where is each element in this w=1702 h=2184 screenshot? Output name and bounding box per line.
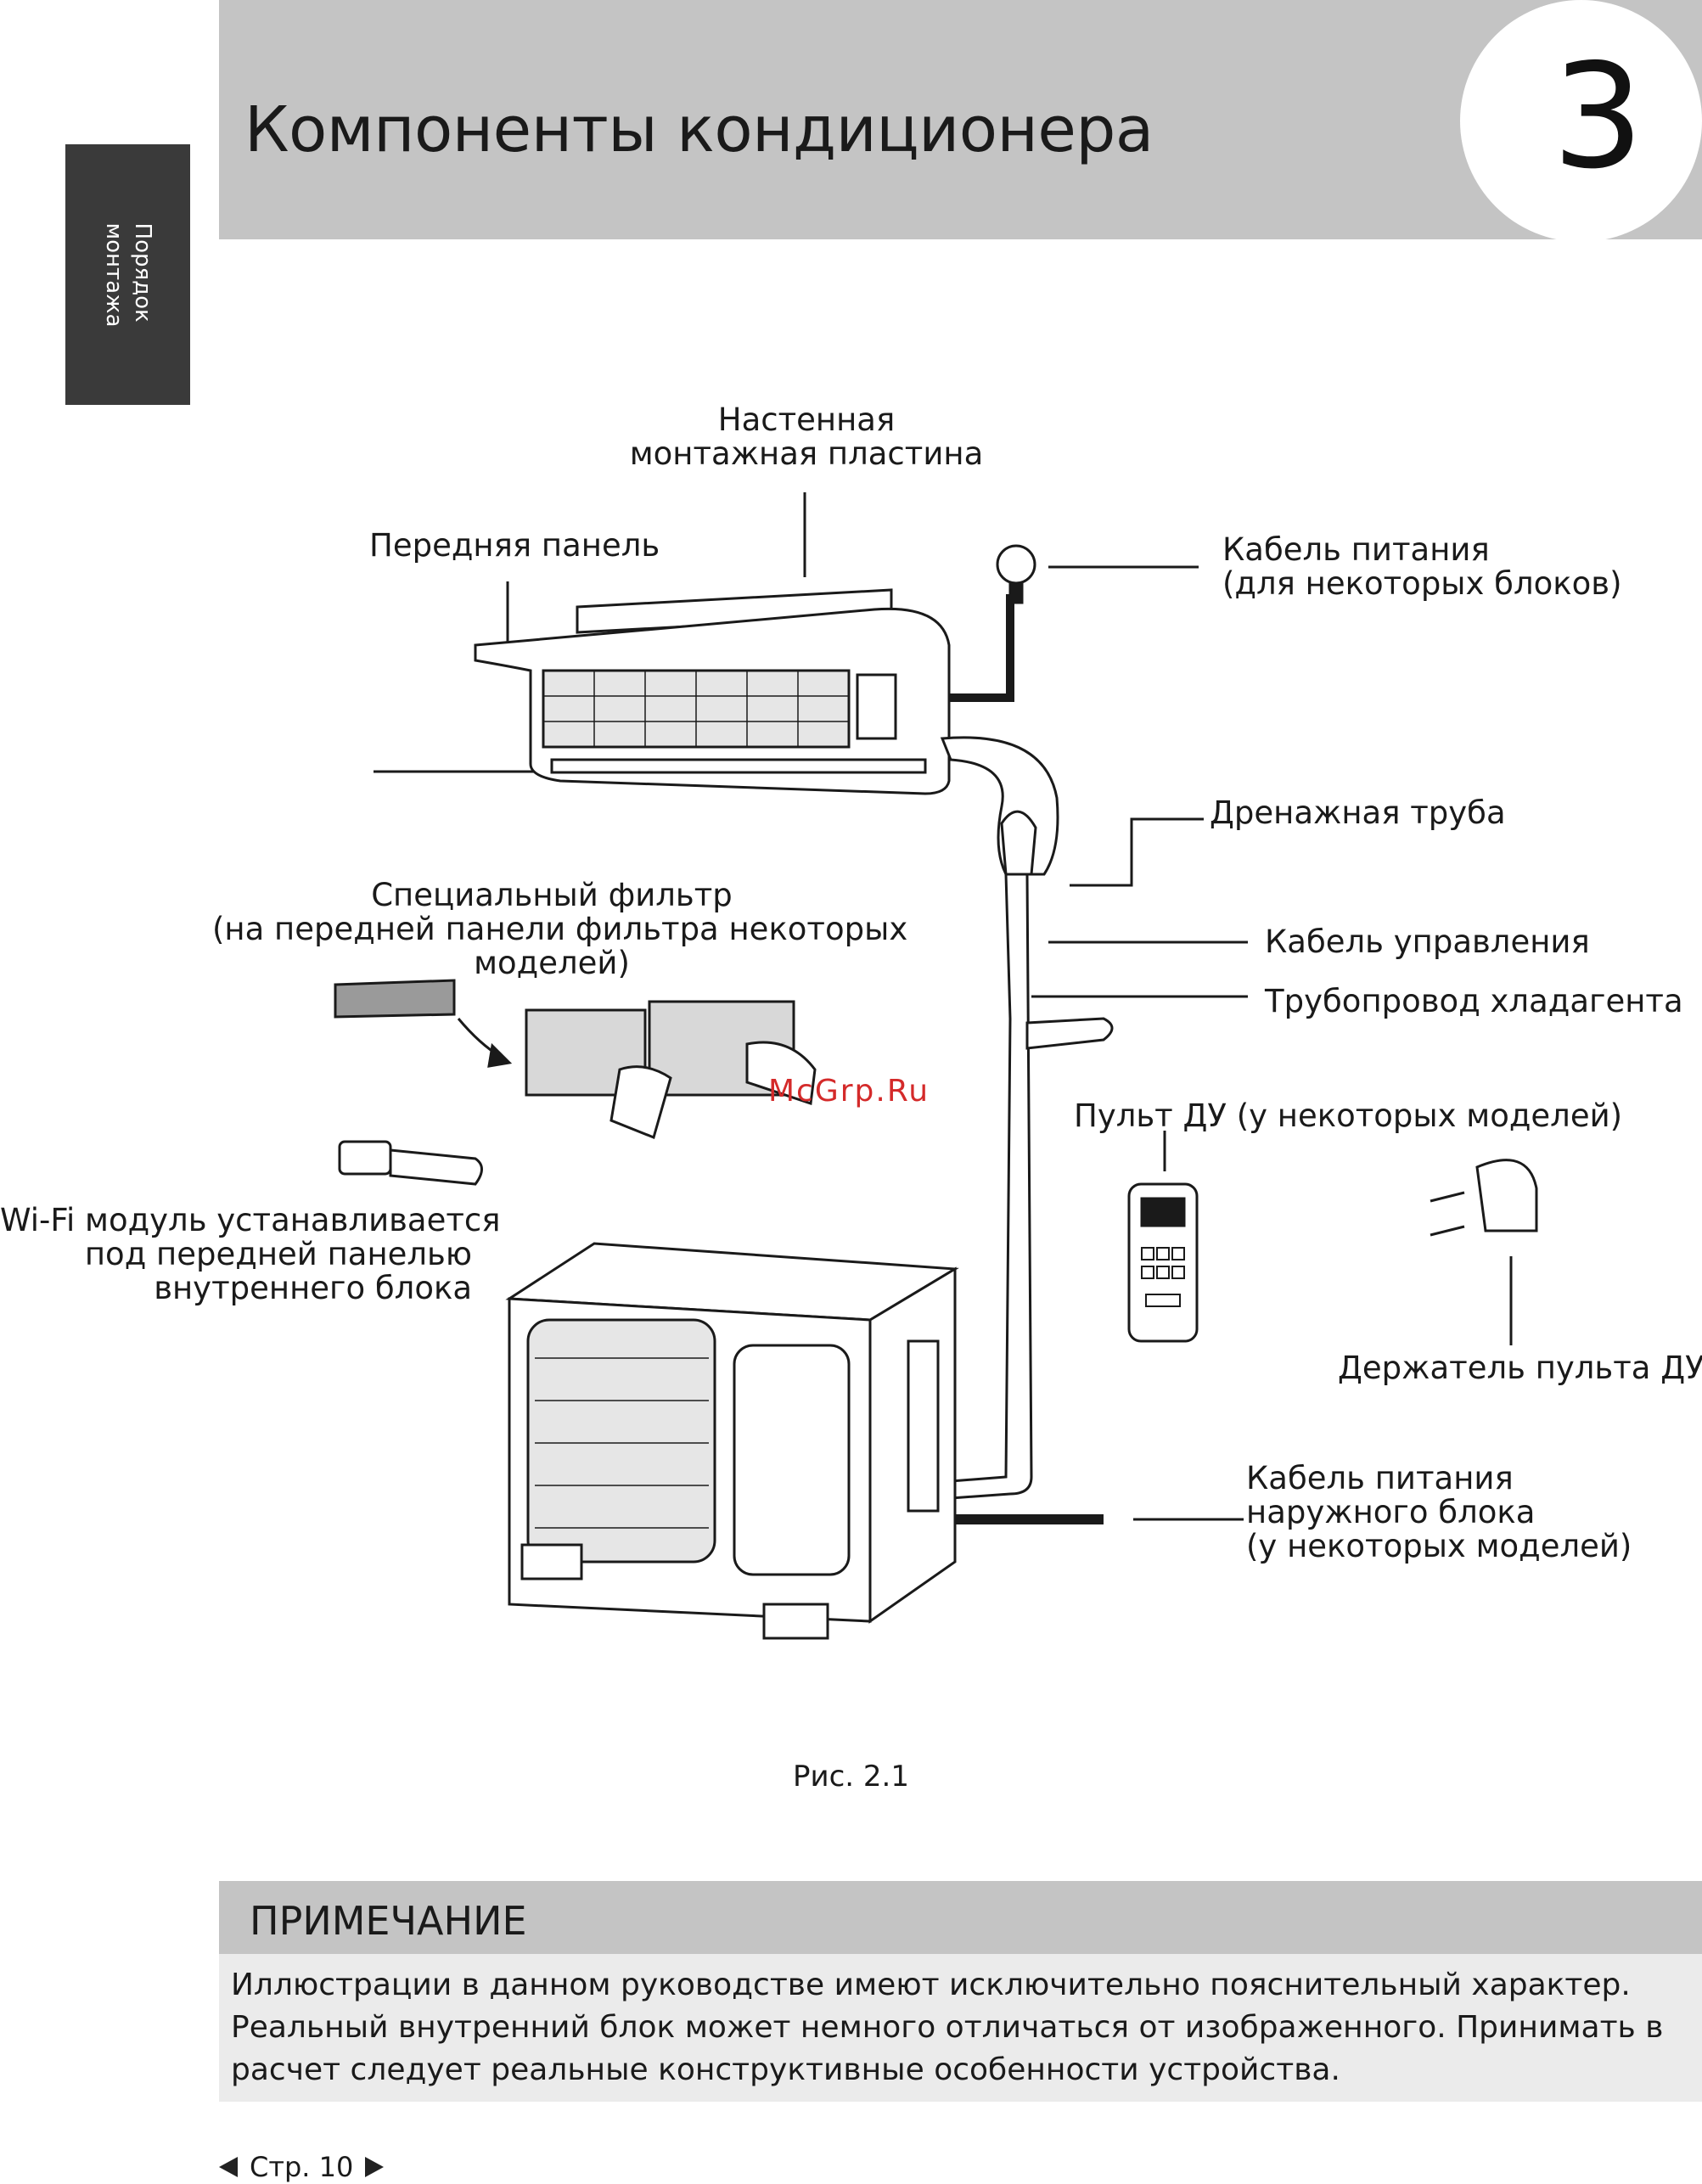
outdoor-panel <box>733 1344 851 1576</box>
chapter-badge: 3 <box>1460 0 1702 242</box>
holder-body <box>1475 1159 1538 1232</box>
page-title: Компоненты кондиционера <box>244 93 1154 166</box>
label-wifi-module: Wi-Fi модуль устанавливается под передне… <box>0 1202 501 1306</box>
outdoor-foot-left <box>520 1543 583 1580</box>
label-front-panel: Передняя панель <box>369 527 660 564</box>
power-plug-icon <box>996 544 1036 585</box>
label-power-cable: Кабель питания (для некоторых блоков) <box>1222 531 1622 602</box>
label-control-cable: Кабель управления <box>1265 924 1590 960</box>
hand-left-icon <box>609 1065 672 1140</box>
wifi-module <box>338 1140 483 1186</box>
note-text: Иллюстрации в данном руководстве имеют и… <box>231 1968 1664 2087</box>
note-heading-band: ПРИМЕЧАНИЕ <box>219 1881 1702 1954</box>
remote-control <box>1127 1182 1199 1343</box>
label-remote: Пульт ДУ (у некоторых моделей) <box>1074 1098 1623 1134</box>
hand-right-icon <box>745 1041 817 1106</box>
drain-pipe <box>1000 810 1037 876</box>
pipe-bundle <box>940 736 1114 1500</box>
outdoor-fan-grille <box>526 1318 716 1564</box>
pipe-wrap <box>940 736 1059 1500</box>
chapter-number: 3 <box>1552 32 1644 201</box>
figure-caption: Рис. 2.1 <box>793 1760 909 1794</box>
label-remote-holder: Держатель пульта ДУ <box>1338 1350 1702 1386</box>
side-tab: Порядок монтажа <box>65 144 190 405</box>
outdoor-foot-right <box>762 1603 829 1640</box>
label-refrigerant-pipe: Трубопровод хладагента <box>1265 983 1683 1019</box>
holder-screw-1 <box>1430 1191 1465 1203</box>
filter-strip <box>334 979 456 1019</box>
special-filter <box>334 979 817 1140</box>
power-cable <box>949 594 1014 702</box>
note-heading: ПРИМЕЧАНИЕ <box>250 1898 527 1944</box>
label-drain-pipe: Дренажная труба <box>1210 794 1506 831</box>
page-number: Стр. 10 <box>250 2151 354 2183</box>
header-band <box>219 0 1702 239</box>
outdoor-unit <box>505 1242 1104 1640</box>
holder-screw-2 <box>1430 1225 1465 1237</box>
indoor-unit <box>474 544 1036 795</box>
label-outdoor-power-cable: Кабель питания наружного блока (у некото… <box>1246 1460 1632 1564</box>
prev-page-icon[interactable] <box>219 2157 238 2177</box>
next-page-icon[interactable] <box>365 2157 385 2177</box>
wifi-usb-body <box>389 1148 483 1186</box>
remote-holder <box>1430 1159 1538 1237</box>
note-body: Иллюстрации в данном руководстве имеют и… <box>219 1954 1702 2102</box>
label-special-filter: Специальный фильтр (на передней панели ф… <box>212 877 908 981</box>
remote-screen <box>1140 1197 1186 1227</box>
leader-drain-pipe <box>1070 817 1204 887</box>
outdoor-valve-cover <box>907 1339 940 1513</box>
wifi-usb-head <box>338 1140 392 1176</box>
pipe-cover <box>1025 1017 1114 1050</box>
indoor-display <box>856 673 897 740</box>
indoor-louver <box>550 758 927 774</box>
label-mounting-plate: Настенная монтажная пластина <box>629 401 984 472</box>
page-footer: Стр. 10 <box>219 2151 385 2183</box>
watermark: McGrp.Ru <box>768 1074 930 1109</box>
